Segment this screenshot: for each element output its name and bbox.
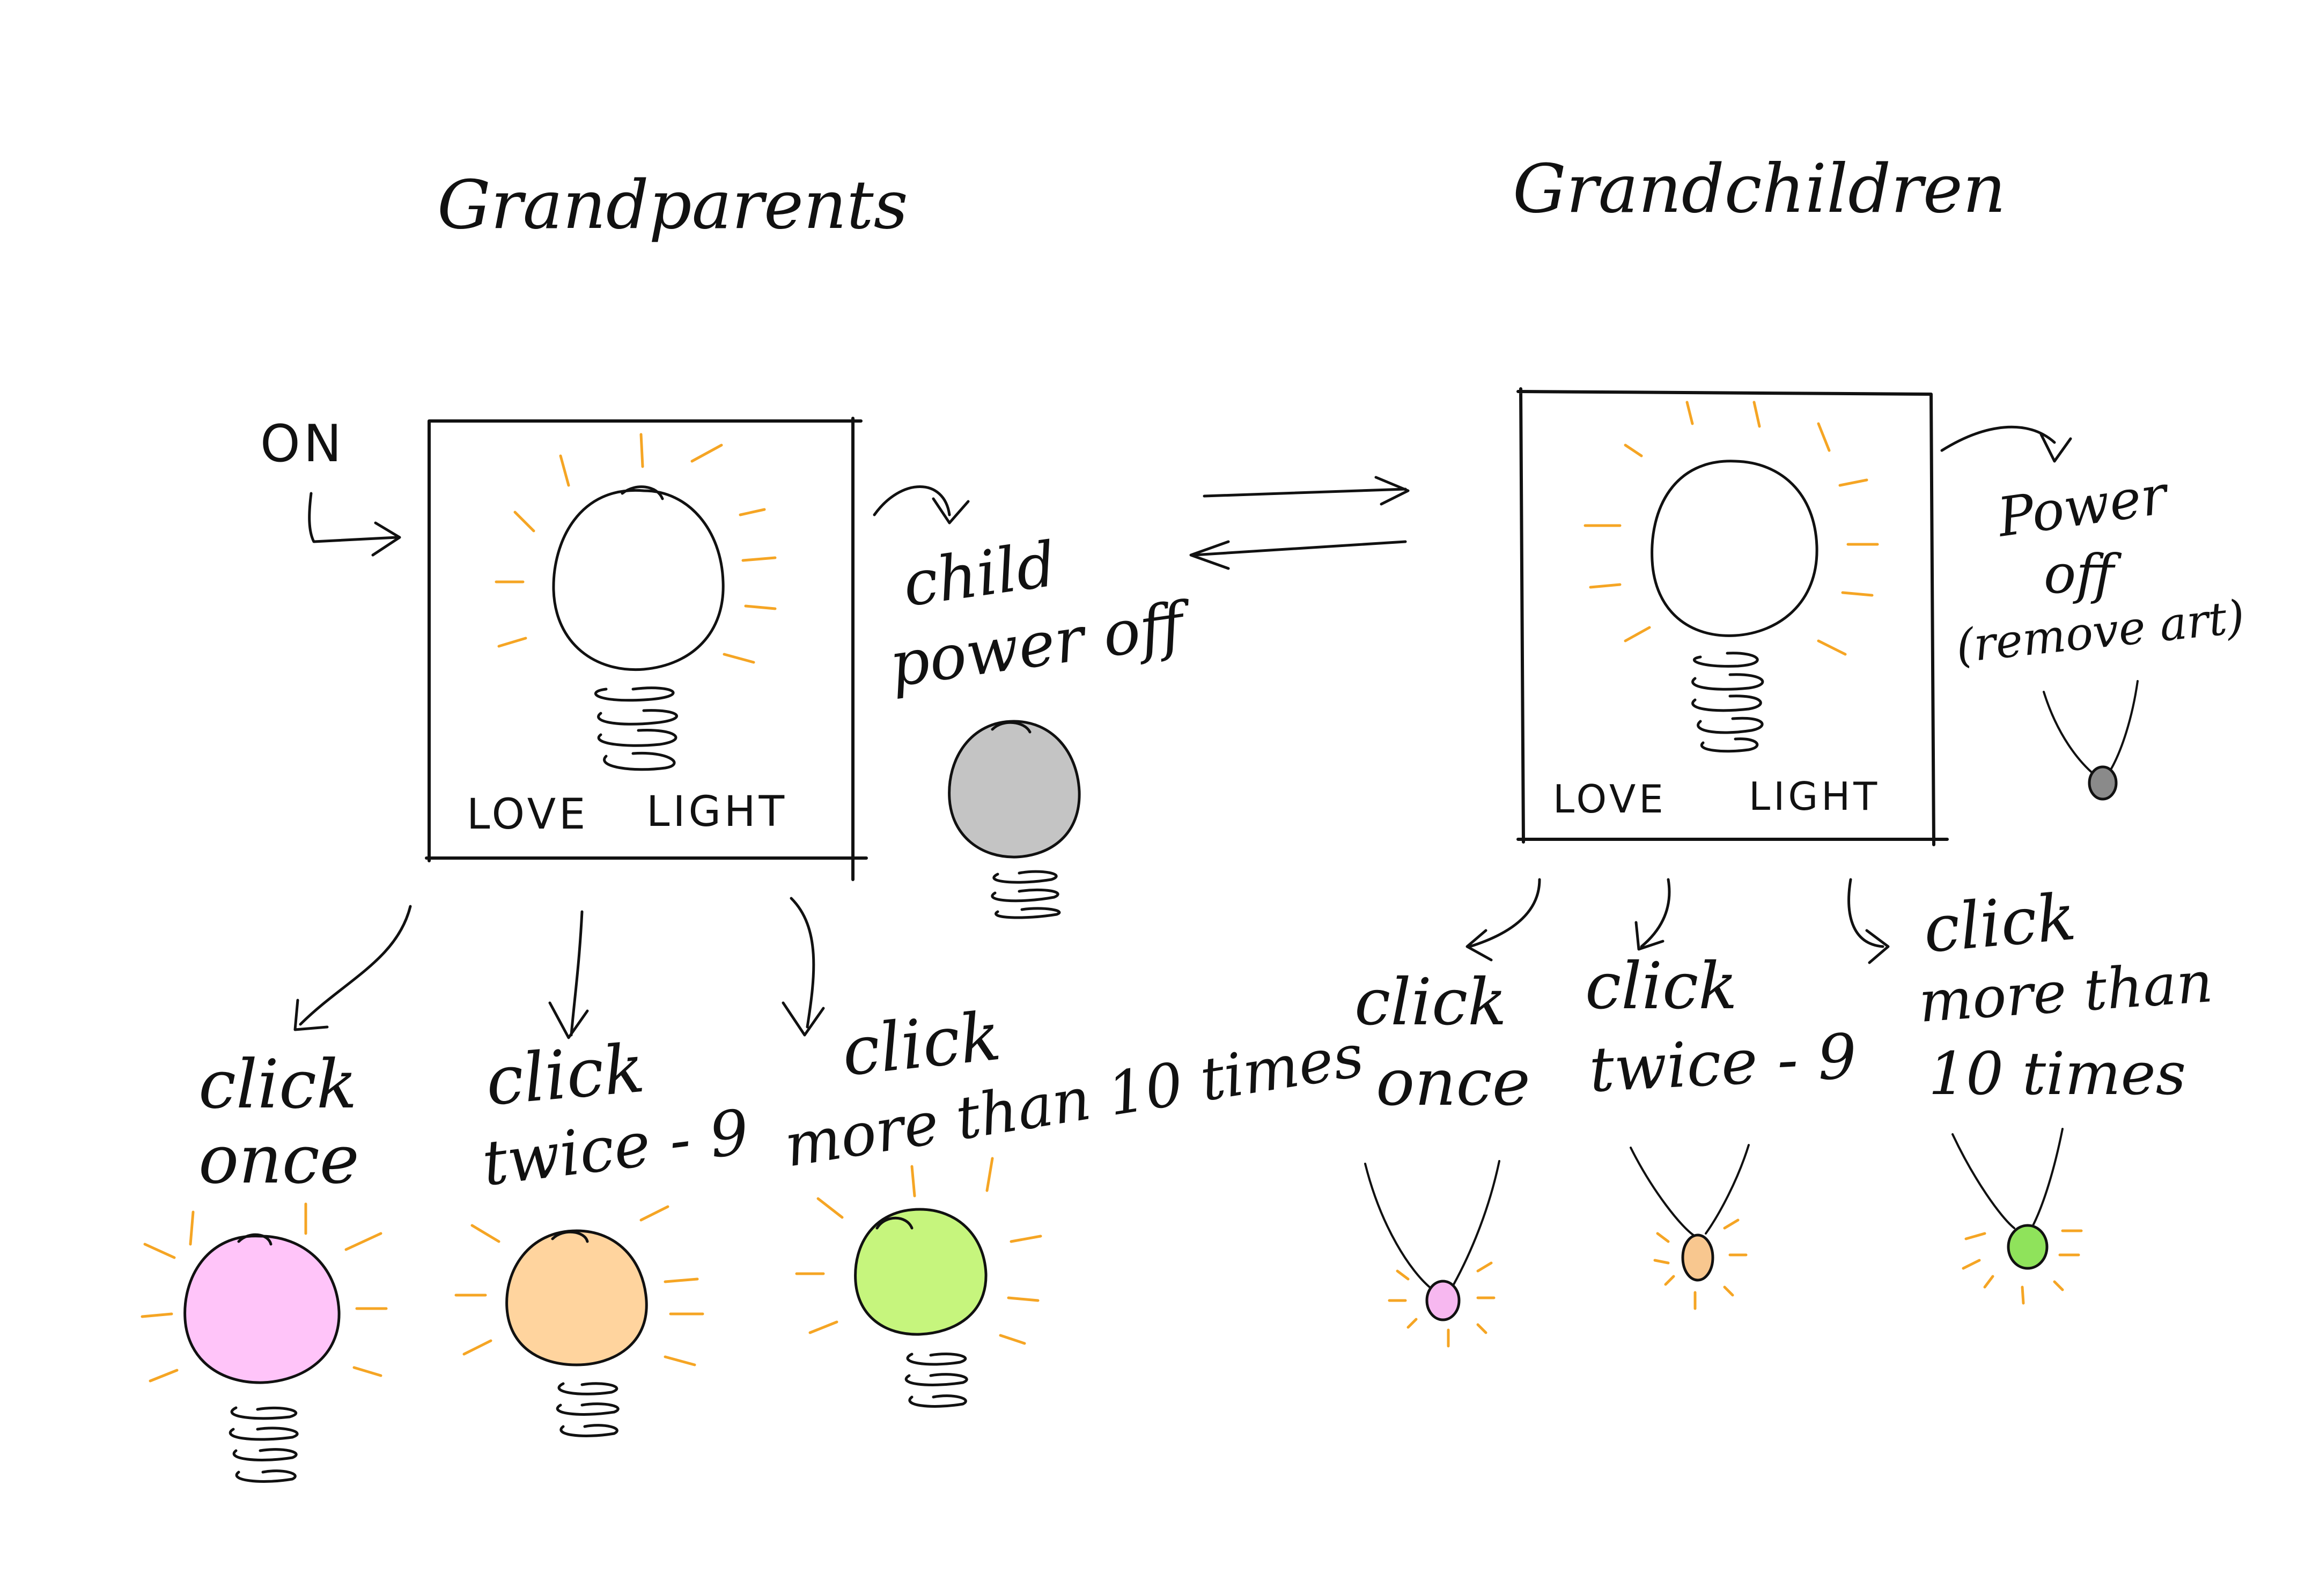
coil-icon bbox=[904, 1353, 968, 1408]
label-light: LIGHT bbox=[1749, 774, 1880, 819]
lightbulb-twice-icon bbox=[505, 1229, 648, 1366]
label-off: off bbox=[2044, 543, 2122, 605]
arrow-gc-once-icon bbox=[1465, 878, 1541, 962]
gc-many-line1: click bbox=[1920, 880, 2079, 967]
grandchildren-option-once: click once bbox=[1354, 965, 1530, 1348]
gc-twice-line1: click bbox=[1585, 949, 1737, 1024]
coil-icon bbox=[229, 1406, 299, 1483]
glow-rays bbox=[795, 1157, 1042, 1345]
label-light: LIGHT bbox=[646, 788, 787, 836]
arrow-click-many-icon bbox=[782, 897, 825, 1037]
label-on: ON bbox=[260, 415, 345, 474]
heading-grandchildren: Grandchildren bbox=[1513, 150, 2006, 228]
pendant-many-icon bbox=[2007, 1224, 2049, 1270]
coil-icon bbox=[594, 686, 678, 771]
option-many-line1: click bbox=[838, 997, 1004, 1091]
grandchildren-option-twice: click twice - 9 bbox=[1585, 949, 1859, 1310]
power-off-arrow-icon bbox=[1940, 425, 2072, 463]
lightbulb-icon bbox=[1651, 460, 1818, 637]
coil-icon bbox=[556, 1382, 620, 1437]
pendant-once-icon bbox=[1425, 1280, 1461, 1321]
pendant-off-icon bbox=[2088, 765, 2118, 801]
grandparents-option-once: click once bbox=[141, 1046, 388, 1483]
label-power: Power bbox=[1993, 463, 2173, 549]
gc-twice-line2: twice - 9 bbox=[1587, 1021, 1858, 1106]
glow-rays bbox=[495, 433, 777, 664]
gc-many-line3: 10 times bbox=[1928, 1039, 2186, 1108]
grandparents-option-many: click more than 10 times bbox=[780, 997, 1368, 1408]
option-once-line2: once bbox=[198, 1121, 359, 1199]
arrow-gc-twice-icon bbox=[1634, 878, 1671, 951]
arrow-right-icon bbox=[1203, 476, 1410, 506]
label-love: LOVE bbox=[467, 790, 588, 839]
lightbulb-icon bbox=[552, 485, 725, 671]
grandchildren-device: LOVE LIGHT bbox=[1516, 387, 1949, 846]
grandparents-option-twice: click twice - 9 bbox=[454, 1030, 753, 1437]
pendant-twice-icon bbox=[1681, 1233, 1714, 1282]
coil-icon bbox=[1691, 652, 1764, 753]
option-once-line1: click bbox=[198, 1046, 357, 1124]
glow-rays bbox=[141, 1202, 388, 1383]
arrow-gc-many-icon bbox=[1847, 878, 1890, 964]
label-love: LOVE bbox=[1553, 777, 1667, 822]
arrow-click-twice-icon bbox=[548, 910, 589, 1039]
child-power-off-arrow-icon bbox=[873, 485, 970, 524]
arrow-click-once-icon bbox=[293, 905, 412, 1031]
pendant-off bbox=[2043, 680, 2139, 801]
option-twice-line1: click bbox=[483, 1030, 647, 1121]
grandparents-device: LOVE LIGHT bbox=[425, 417, 868, 881]
off-bulb bbox=[948, 720, 1081, 919]
heading-grandparents: Grandparents bbox=[437, 166, 908, 244]
lightbulb-off-icon bbox=[948, 720, 1081, 859]
glow-rays bbox=[1388, 1261, 1496, 1348]
gc-once-line2: once bbox=[1376, 1046, 1530, 1120]
glow-rays bbox=[1962, 1229, 2083, 1305]
arrow-left-icon bbox=[1189, 540, 1407, 570]
grandchildren-option-many: click more than 10 times bbox=[1917, 880, 2215, 1305]
glow-rays bbox=[1584, 401, 1879, 656]
lightbulb-once-icon bbox=[183, 1235, 341, 1384]
gc-once-line1: click bbox=[1354, 965, 1507, 1040]
coil-icon bbox=[991, 870, 1061, 919]
glow-rays bbox=[1653, 1218, 1748, 1310]
on-arrow-icon bbox=[308, 492, 401, 557]
glow-rays bbox=[454, 1205, 704, 1366]
lightbulb-many-icon bbox=[854, 1208, 988, 1336]
label-child: child bbox=[898, 528, 1060, 620]
